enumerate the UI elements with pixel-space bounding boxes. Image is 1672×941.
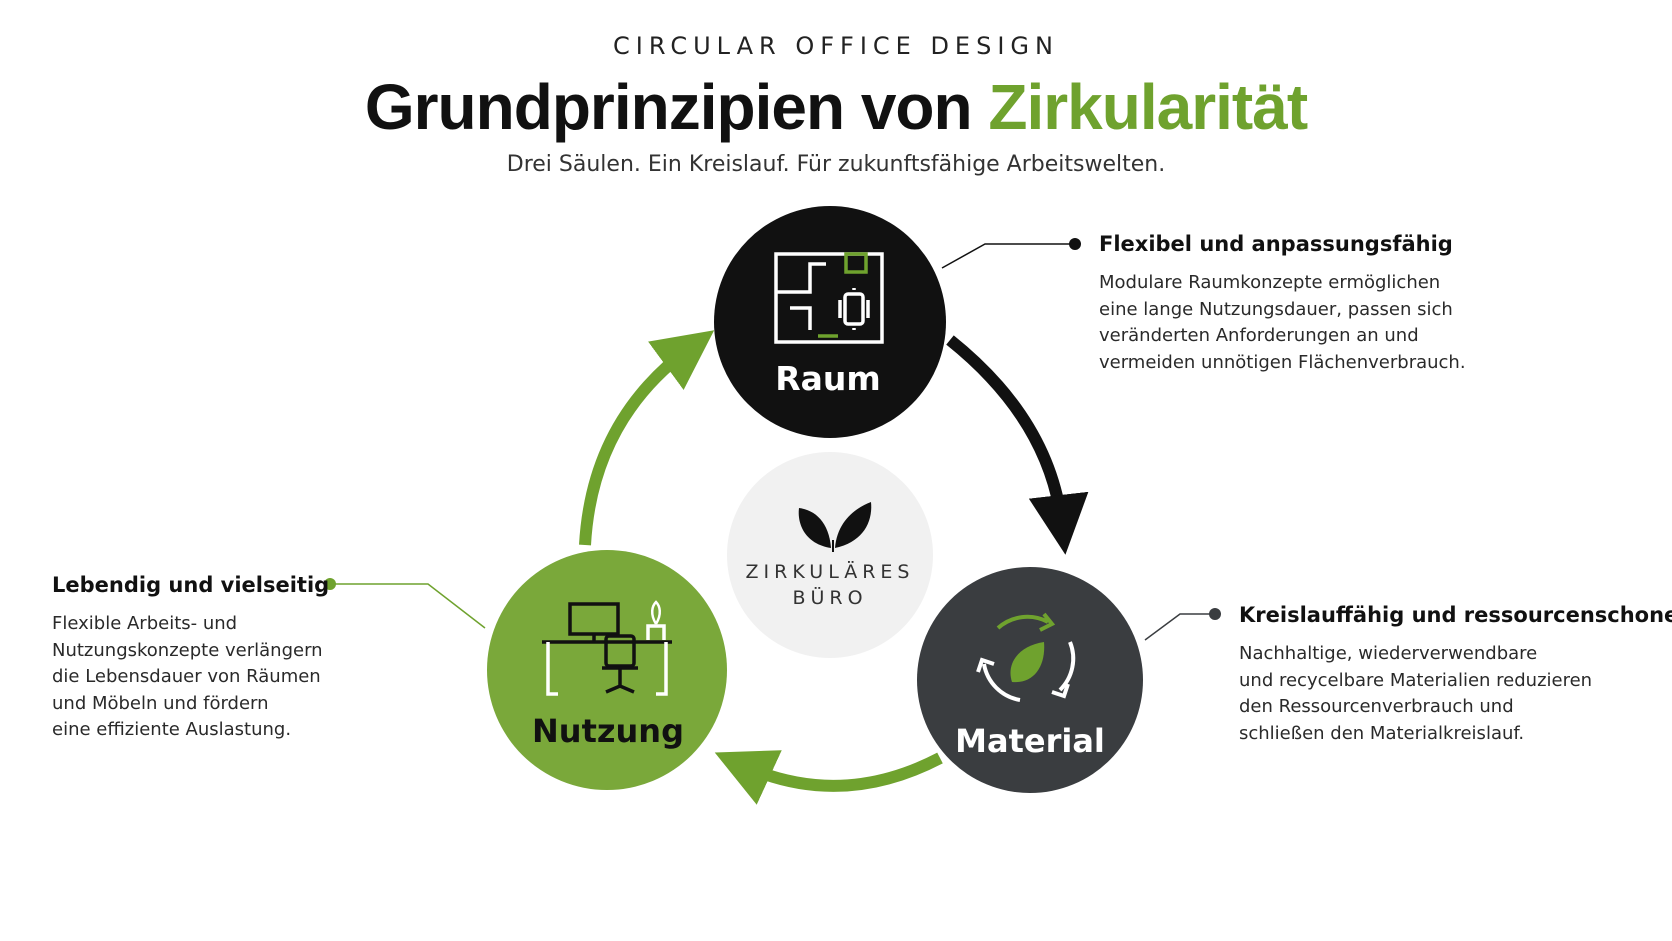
overline: CIRCULAR OFFICE DESIGN xyxy=(613,32,1059,60)
page-title: Grundprinzipien von Zirkularität xyxy=(0,70,1672,144)
recycle-leaf-icon xyxy=(976,612,1076,702)
leader-raum xyxy=(941,238,1081,269)
desk-chair-icon xyxy=(542,600,672,696)
info-raum: Flexibel und anpassungsfähig Modulare Ra… xyxy=(1099,232,1466,376)
arrow-raum-to-material xyxy=(946,335,1089,555)
pillar-nutzung-label: Nutzung xyxy=(532,712,684,750)
info-nutzung-heading: Lebendig und vielseitig xyxy=(52,573,330,597)
leader-nutzung xyxy=(324,578,486,629)
arrow-material-to-nutzung xyxy=(714,750,943,805)
leader-material xyxy=(1144,608,1221,641)
info-material-heading: Kreislauffähig und ressourcenschonend xyxy=(1239,603,1672,627)
center-line2: BÜRO xyxy=(792,586,867,609)
pillar-material: Material xyxy=(917,567,1143,793)
info-raum-heading: Flexibel und anpassungsfähig xyxy=(1099,232,1453,256)
arrow-nutzung-to-raum xyxy=(579,330,715,546)
pillar-raum-label: Raum xyxy=(775,359,881,398)
pillar-nutzung: Nutzung xyxy=(487,550,727,790)
title-accent: Zirkularität xyxy=(988,71,1308,143)
leaves-icon xyxy=(798,502,872,552)
pillar-raum: Raum xyxy=(714,206,946,438)
center-circle: ZIRKULÄRES BÜRO xyxy=(727,452,933,658)
info-nutzung-text: Flexible Arbeits- und Nutzungskonzepte v… xyxy=(52,613,323,740)
info-material: Kreislauffähig und ressourcenschonend Na… xyxy=(1239,603,1672,747)
pillar-material-label: Material xyxy=(955,722,1105,760)
info-raum-text: Modulare Raumkonzepte ermöglichen eine l… xyxy=(1099,272,1466,373)
info-material-text: Nachhaltige, wiederverwendbare und recyc… xyxy=(1239,643,1593,744)
info-nutzung: Lebendig und vielseitig Flexible Arbeits… xyxy=(52,573,329,744)
center-line1: ZIRKULÄRES xyxy=(746,560,915,583)
floor-plan-icon xyxy=(774,252,884,344)
page-subtitle: Drei Säulen. Ein Kreislauf. Für zukunfts… xyxy=(506,152,1166,177)
title-main: Grundprinzipien von xyxy=(364,71,989,143)
